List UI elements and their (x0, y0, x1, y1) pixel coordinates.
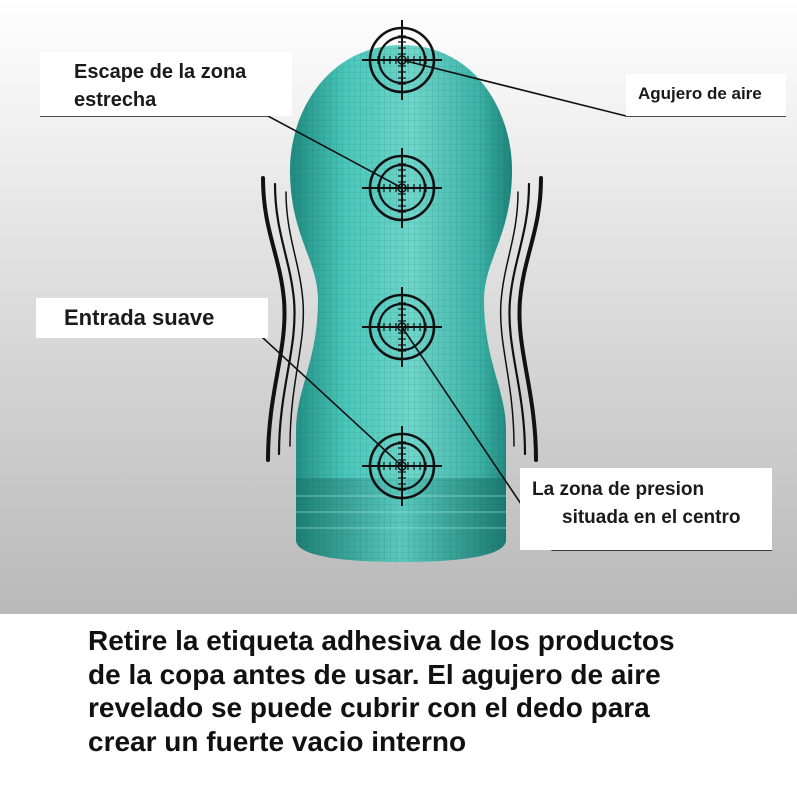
leader-presion (401, 326, 772, 551)
vibration-lines-left (261, 176, 305, 462)
crosshair-icon-entrance (362, 426, 442, 506)
caption-line2: de la copa antes de usar. El agujero de … (88, 658, 661, 690)
caption-line3: revelado se puede cubrir con el dedo par… (88, 692, 650, 723)
label-entrada-suave: Entrada suave (36, 298, 268, 338)
label-escape-line2: estrecha (74, 89, 157, 111)
label-entrada-text: Entrada suave (64, 305, 215, 330)
vibration-lines-right (499, 176, 543, 462)
label-presion-line2: situada en el centro (562, 507, 741, 528)
caption-line4: crear un fuerte vacio interno (88, 725, 467, 757)
label-escape-zona-estrecha: Escape de la zona estrecha (40, 52, 292, 116)
label-zona-de-presion: La zona de presion situada en el centro (520, 468, 772, 550)
label-presion-line1: La zona de presion (532, 479, 705, 500)
cup-body (290, 45, 512, 562)
caption-line1: Retire la etiqueta adhesiva de los produ… (88, 625, 675, 656)
crosshair-icon-escape (362, 148, 442, 228)
leader-air (401, 59, 786, 117)
crosshair-icon-air-hole (362, 20, 442, 100)
label-air-text: Agujero de aire (638, 84, 762, 103)
cup-diagram (36, 20, 786, 562)
label-agujero-de-aire: Agujero de aire (626, 74, 786, 116)
leader-escape (40, 115, 403, 189)
caption-text: Retire la etiqueta adhesiva de los produ… (88, 624, 788, 758)
crosshair-icon-pressure (362, 287, 442, 367)
label-escape-line1: Escape de la zona (74, 61, 247, 83)
